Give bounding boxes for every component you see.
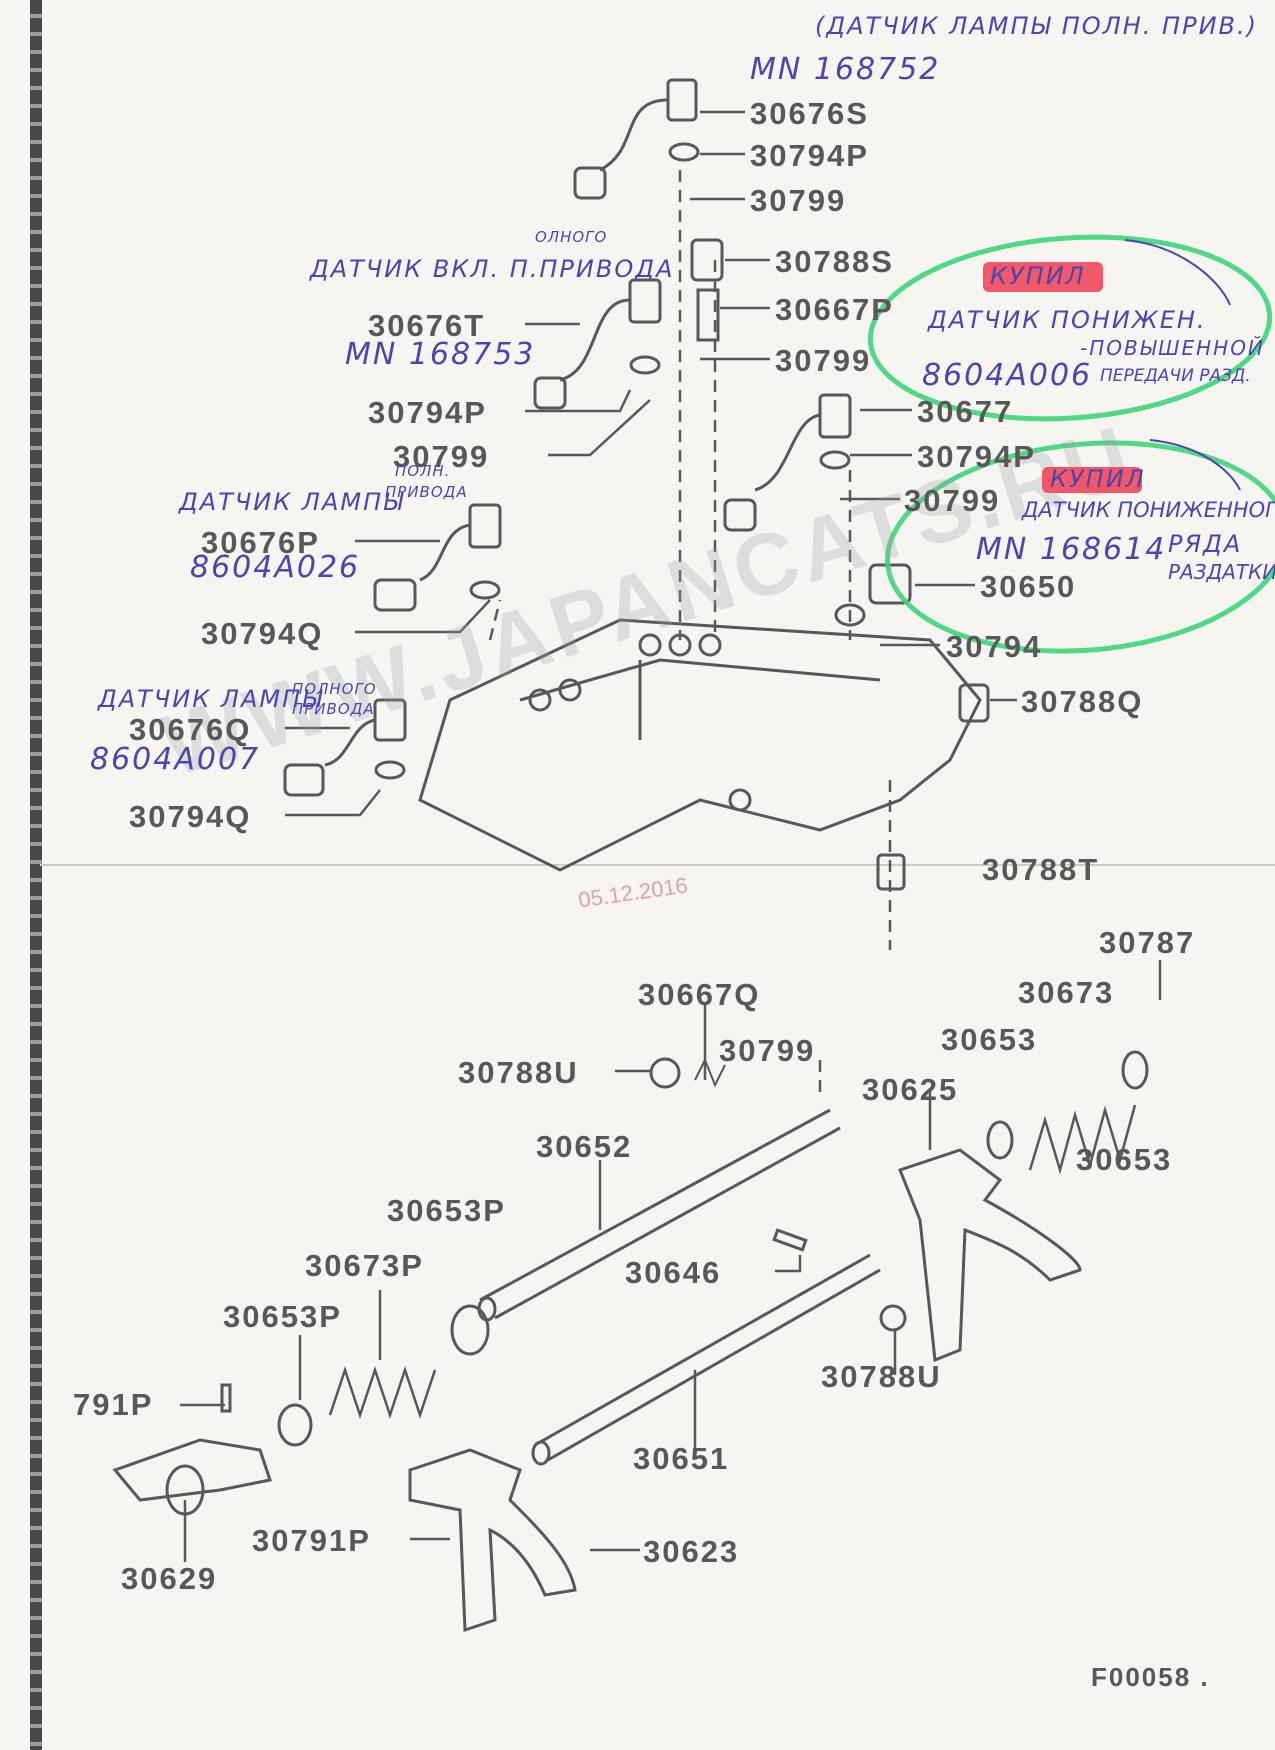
part-label: 30794Q (129, 799, 252, 834)
spring-30667Q (694, 1057, 726, 1088)
part-label: 30625 (862, 1072, 959, 1107)
leader-lines (180, 110, 1162, 1562)
part-label: 30794 (946, 629, 1043, 664)
sensor-30676T (533, 278, 662, 410)
pin-30646 (772, 1228, 808, 1252)
part-label: 30676S (750, 96, 869, 131)
part-label: 30788T (982, 852, 1100, 887)
part-label: 30794P (917, 439, 1036, 474)
pen-stroke (1124, 239, 1231, 306)
part-label: 30788Q (1021, 684, 1144, 719)
circle2-part: MN 168614 (976, 532, 1167, 567)
sensor-30676Q (283, 698, 407, 797)
plug-30788S (690, 238, 724, 342)
bolt-30788U (649, 1057, 907, 1332)
sensor-30676S (573, 78, 700, 200)
part-label: 30676T (368, 308, 486, 343)
part-label: 30651 (633, 1441, 730, 1476)
part-label: 30653P (223, 1299, 342, 1334)
part-label: 30667P (775, 292, 894, 327)
part-label: 30673P (305, 1248, 424, 1283)
part-label: 30667Q (638, 977, 761, 1012)
circle1-part: 8604A006 (922, 358, 1093, 393)
note-30676P: ДАТЧИК ЛАМПЫ (179, 488, 405, 516)
part-label: 30629 (121, 1561, 218, 1596)
bolt-30788T (876, 853, 906, 891)
transfer-case-housing (418, 618, 982, 872)
note-30676T: ДАТЧИК ВКЛ. П.ПРИВОДА (310, 255, 675, 283)
shift-rail-30651 (531, 1253, 881, 1466)
part-label: 30794P (750, 138, 869, 173)
fork-30625 (898, 1148, 1082, 1363)
collar-30653P-2 (277, 1403, 313, 1447)
part-label: 30646 (625, 1255, 722, 1290)
part-label: 30676Q (129, 712, 252, 747)
part-label: 30788U (458, 1055, 579, 1090)
circle1-line3: ПЕРЕДАЧИ РАЗД. (1100, 366, 1251, 386)
note-30676P-part: 8604A026 (190, 550, 361, 585)
part-label: 30794Q (201, 616, 324, 651)
part-label: 30788S (775, 244, 894, 279)
part-label: 30799 (775, 343, 872, 378)
note-top-part: MN 168752 (750, 52, 941, 87)
assembly-axis-lines (488, 170, 892, 1100)
sensor-30676P (373, 503, 502, 612)
part-label: 30799 (719, 1033, 816, 1068)
bought-note-2: КУПИЛ (1050, 465, 1146, 493)
part-label: 30650 (980, 569, 1077, 604)
part-label: 30799 (904, 483, 1001, 518)
note-30676P-sup2: ПРИВОДА (385, 483, 468, 501)
part-label: 30653 (1076, 1142, 1173, 1177)
note-30676Q-part: 8604A007 (90, 742, 261, 777)
part-label: 30677 (917, 394, 1014, 429)
collar-30653P (450, 1304, 490, 1356)
pen-stroke-2 (1149, 439, 1241, 491)
note-30676Q-sup1: ПОЛНОГО (292, 680, 377, 698)
circle2-line2: РЯДА (1168, 530, 1243, 558)
note-30676Q-sup2: ПРИВОДА (292, 700, 375, 718)
pin-791P (220, 1383, 232, 1413)
diagram-code: F00058 . (1091, 1662, 1210, 1692)
lever-30629 (112, 1438, 272, 1516)
spring-30673P (328, 1366, 437, 1419)
part-label: 30673 (1018, 975, 1115, 1010)
part-label: 30788U (821, 1359, 942, 1394)
part-label: 30799 (393, 439, 490, 474)
red-highlight (983, 262, 1103, 292)
note-30676T-part: MN 168753 (345, 337, 536, 372)
collar-30653 (986, 1120, 1014, 1160)
note-30676T-sup: ОЛНОГО (535, 228, 608, 246)
part-label: 30787 (1099, 925, 1196, 960)
circle1-line2: -ПОВЫШЕННОЙ (1080, 336, 1265, 360)
bought-note-1: КУПИЛ (990, 262, 1086, 290)
note-30676Q: ДАТЧИК ЛАМПЫ (98, 685, 324, 713)
sensor-30677 (723, 393, 852, 532)
collar-30653-2 (1121, 1050, 1149, 1090)
part-label: 791P (73, 1387, 154, 1422)
circle2-line3: РАЗДАТКИ (1168, 560, 1275, 584)
part-label: 30799 (750, 183, 847, 218)
part-label: 30652 (536, 1129, 633, 1164)
fork-30623 (408, 1448, 577, 1633)
note-30676P-sup1: ПОЛН. (395, 462, 451, 480)
green-marker-circles (867, 234, 1275, 654)
part-label: 30794P (368, 395, 487, 430)
part-label: 30623 (643, 1534, 740, 1569)
part-label: 30791P (252, 1523, 371, 1558)
scan-edge (30, 0, 42, 1750)
part-label: 30676P (201, 525, 320, 560)
note-top: (ДАТЧИК ЛАМПЫ ПОЛН. ПРИВ.) (815, 12, 1258, 40)
part-label: 30653P (387, 1193, 506, 1228)
circle2-line1: ДАТЧИК ПОНИЖЕННОГО (1022, 498, 1275, 522)
circle1-line1: ДАТЧИК ПОНИЖЕН. (928, 306, 1207, 334)
bolt-30788Q (958, 683, 990, 723)
part-label: 30653 (941, 1022, 1038, 1057)
page-fold (40, 864, 1275, 866)
red-highlight-2 (1042, 467, 1142, 493)
spring-30673 (1028, 1104, 1137, 1175)
